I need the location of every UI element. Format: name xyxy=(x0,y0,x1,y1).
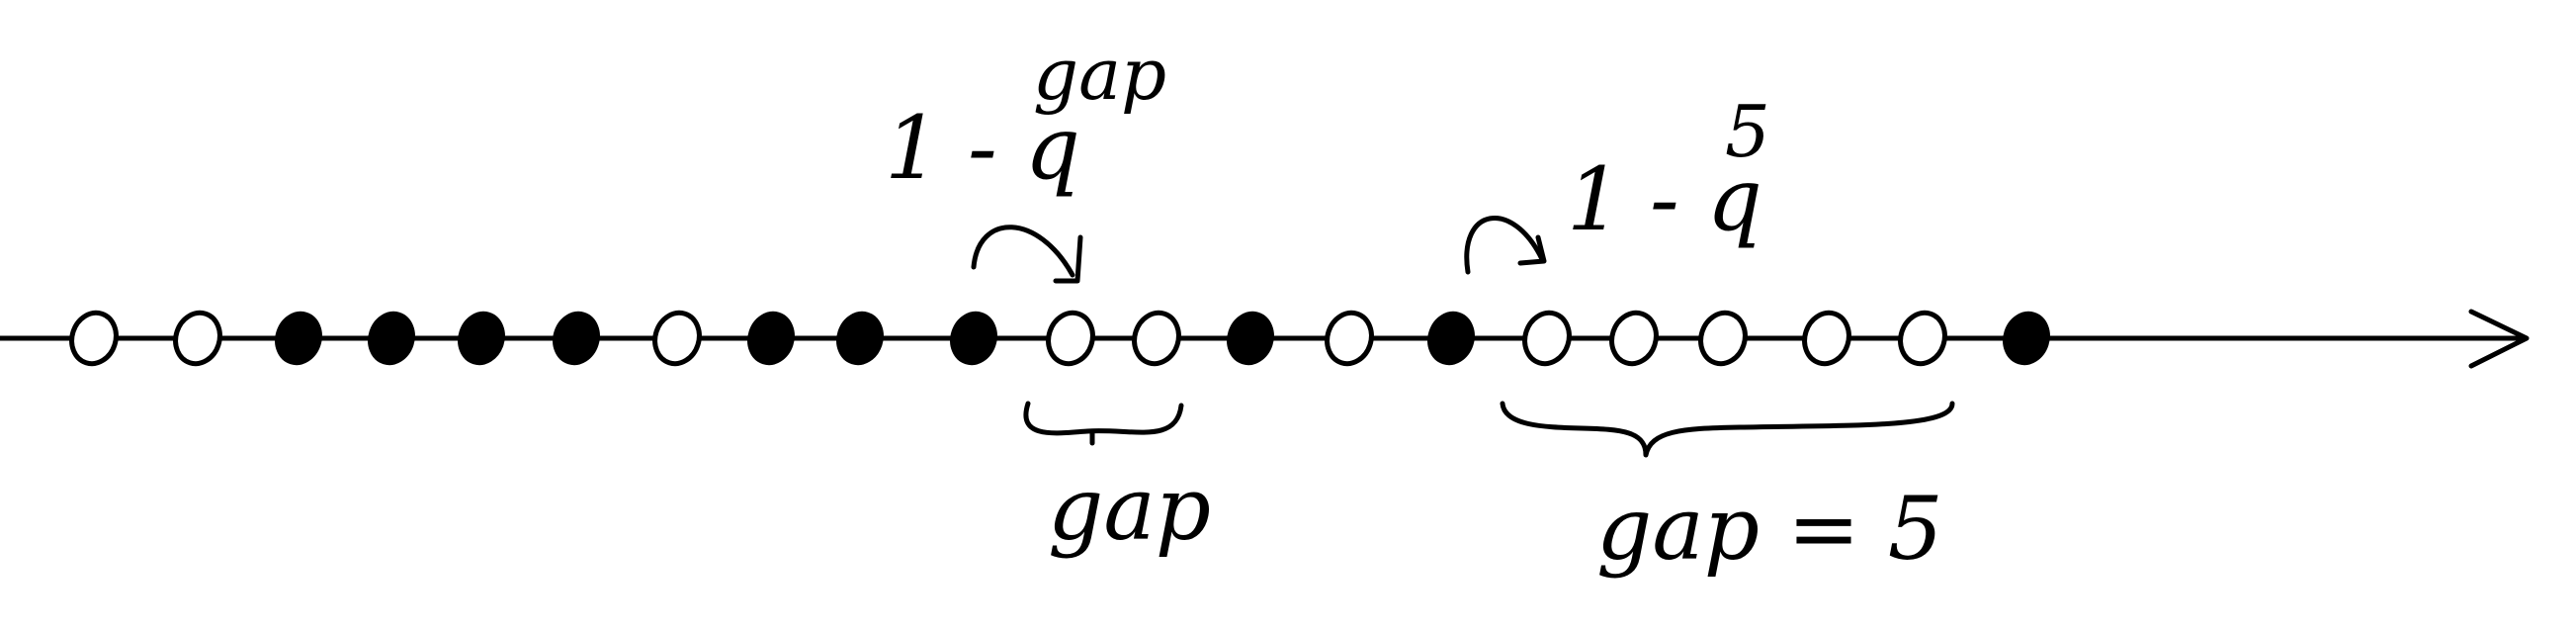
empty-site xyxy=(1046,310,1095,367)
filled-particle xyxy=(747,311,795,366)
right-jump-arrow xyxy=(1464,216,1545,275)
left-jump-rate-exponent: gap xyxy=(1033,33,1166,116)
filled-particle xyxy=(1227,311,1274,366)
left-brace-label: gap xyxy=(1048,458,1211,560)
empty-site xyxy=(173,310,222,367)
left-jump-rate-base: 1 - q xyxy=(885,97,1080,199)
right-brace xyxy=(1500,401,1955,458)
filled-particle xyxy=(950,311,997,366)
empty-site xyxy=(1698,310,1748,367)
empty-site xyxy=(1325,310,1374,367)
filled-particle xyxy=(1427,311,1475,366)
filled-particle xyxy=(2003,311,2050,366)
filled-particle xyxy=(368,311,415,366)
empty-site xyxy=(1609,310,1659,367)
filled-particle xyxy=(553,311,600,366)
empty-site xyxy=(1802,310,1851,367)
left-jump-arrowhead xyxy=(1053,234,1083,284)
right-jump-rate-base: 1 - q xyxy=(1567,148,1762,250)
filled-particle xyxy=(458,311,505,366)
empty-site xyxy=(1898,310,1947,367)
empty-site xyxy=(1522,310,1572,367)
axis-arrowhead xyxy=(2468,309,2530,369)
empty-site xyxy=(69,310,119,367)
filled-particle xyxy=(275,311,322,366)
empty-site xyxy=(652,310,702,367)
particle-sequence xyxy=(69,310,2050,367)
left-brace xyxy=(1023,401,1184,436)
right-jump-rate-exponent: 5 xyxy=(1725,90,1770,173)
right-brace-label: gap = 5 xyxy=(1596,478,1943,580)
filled-particle xyxy=(836,311,884,366)
left-jump-arrow xyxy=(971,225,1075,278)
right-jump-arrowhead xyxy=(1517,234,1547,266)
empty-site xyxy=(1132,310,1181,367)
